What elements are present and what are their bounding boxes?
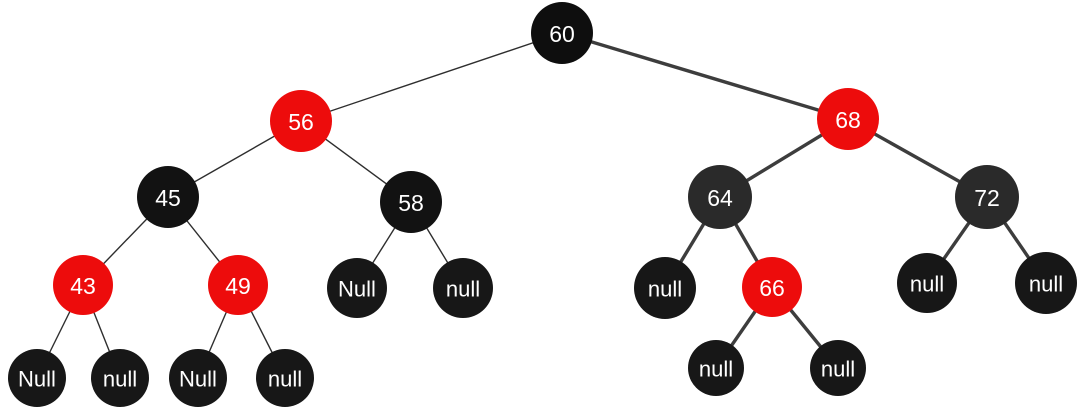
tree-edge-n60-n68 <box>561 31 849 121</box>
node-label-n72: 72 <box>974 185 1000 211</box>
node-circle-n56 <box>270 90 332 152</box>
node-label-n60: 60 <box>549 21 575 47</box>
node-label-n56: 56 <box>288 109 314 135</box>
node-circle-n68 <box>817 88 879 150</box>
node-circle-n66L <box>688 340 744 396</box>
tree-node-n49: 49 <box>208 255 268 315</box>
tree-node-n64L: null <box>634 257 696 319</box>
tree-node-n58: 58 <box>380 171 442 233</box>
tree-node-n68: 68 <box>817 88 879 150</box>
node-circle-n66 <box>742 257 802 317</box>
node-label-n64: 64 <box>707 185 733 211</box>
node-label-n49L: Null <box>179 367 217 392</box>
node-circle-n43 <box>53 255 113 315</box>
node-circle-n49L <box>169 349 227 407</box>
node-label-n68: 68 <box>835 107 861 133</box>
tree-node-n58L: Null <box>327 258 387 318</box>
node-label-n72R: null <box>1029 272 1063 297</box>
tree-node-n66L: null <box>688 340 744 396</box>
node-circle-n72 <box>955 165 1019 229</box>
node-circle-n60 <box>531 2 593 64</box>
node-circle-n49R <box>256 349 314 407</box>
node-label-n45: 45 <box>155 185 181 211</box>
node-circle-n72L <box>897 253 957 313</box>
node-label-n72L: null <box>910 272 944 297</box>
tree-node-n49R: null <box>256 349 314 407</box>
tree-node-n66: 66 <box>742 257 802 317</box>
tree-node-n56: 56 <box>270 90 332 152</box>
node-label-n58: 58 <box>398 190 424 216</box>
tree-node-n43L: Null <box>8 349 66 407</box>
node-label-n64L: null <box>648 277 682 302</box>
node-label-n66R: null <box>821 357 855 382</box>
tree-node-n64: 64 <box>688 165 752 229</box>
node-circle-n43L <box>8 349 66 407</box>
tree-node-n58R: null <box>433 258 493 318</box>
tree-node-n43: 43 <box>53 255 113 315</box>
node-circle-n72R <box>1015 252 1077 314</box>
node-label-n66L: null <box>699 357 733 382</box>
node-circle-n43R <box>91 349 149 407</box>
node-circle-n58R <box>433 258 493 318</box>
tree-node-n49L: Null <box>169 349 227 407</box>
node-circle-n58 <box>380 171 442 233</box>
tree-node-n60: 60 <box>531 2 593 64</box>
tree-node-n72L: null <box>897 253 957 313</box>
node-label-n43: 43 <box>70 273 96 299</box>
node-circle-n58L <box>327 258 387 318</box>
node-label-n58L: Null <box>338 277 376 302</box>
node-circle-n49 <box>208 255 268 315</box>
tree-node-n72: 72 <box>955 165 1019 229</box>
node-label-n49R: null <box>268 367 302 392</box>
node-circle-n45 <box>137 166 199 228</box>
node-label-n43L: Null <box>18 367 56 392</box>
tree-node-n66R: null <box>810 340 866 396</box>
node-circle-n64 <box>688 165 752 229</box>
tree-node-n72R: null <box>1015 252 1077 314</box>
node-label-n58R: null <box>446 277 480 302</box>
tree-node-n45: 45 <box>137 166 199 228</box>
node-label-n66: 66 <box>759 275 785 301</box>
node-circle-n64L <box>634 257 696 319</box>
node-label-n43R: null <box>103 367 137 392</box>
tree-edge-n60-n56 <box>300 32 563 122</box>
tree-node-n43R: null <box>91 349 149 407</box>
node-label-n49: 49 <box>225 273 251 299</box>
node-circle-n66R <box>810 340 866 396</box>
